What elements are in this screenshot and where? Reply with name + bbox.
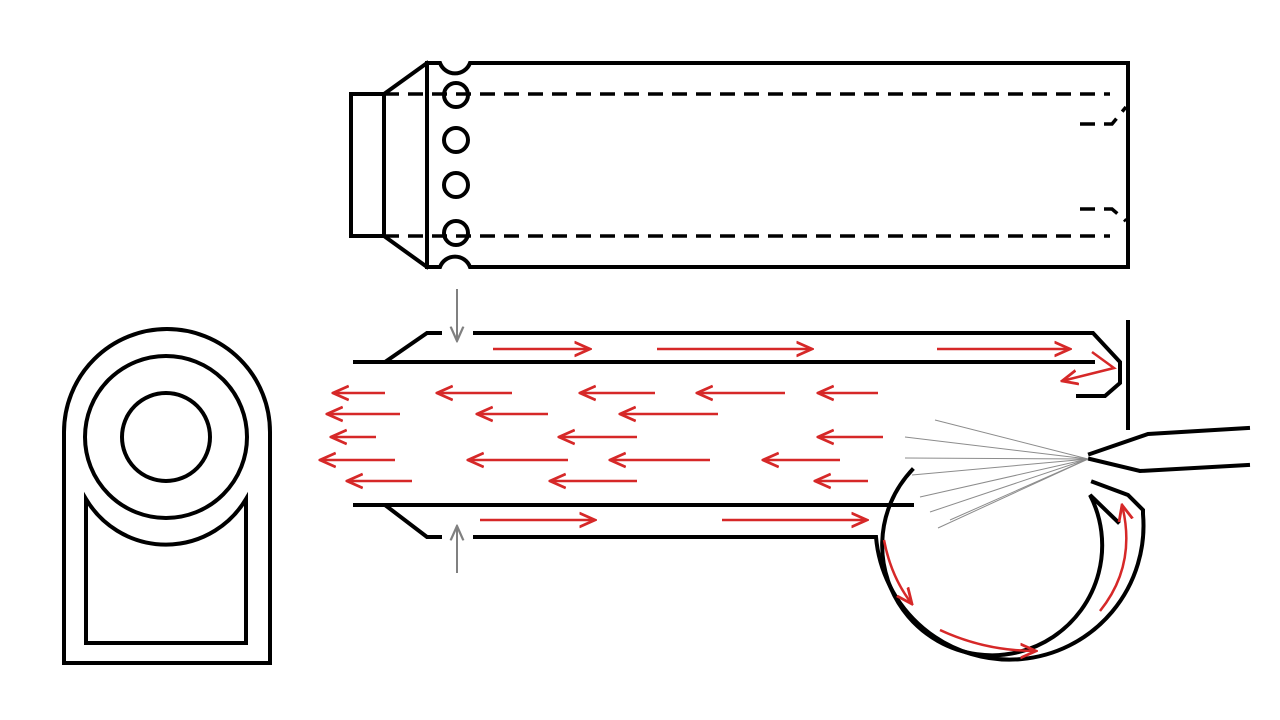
spray-line — [904, 436, 1089, 460]
vent-hole-4 — [442, 219, 470, 247]
top-view — [349, 60, 1130, 270]
flow-arrow — [1099, 505, 1126, 612]
vent-hole-1 — [442, 81, 470, 109]
bore-flow — [320, 393, 883, 481]
spray-line — [911, 458, 1089, 476]
hidden-step-bottom — [1080, 207, 1128, 223]
outer-wall-bottom — [353, 479, 1146, 662]
top-channel-flow — [493, 349, 1117, 381]
top-view-body — [425, 61, 1130, 269]
end-view-outline — [62, 327, 272, 665]
chamber-flow — [882, 505, 1126, 651]
spray-line — [904, 457, 1089, 460]
spray-cone — [904, 419, 1089, 529]
vent-hole-3 — [442, 171, 470, 199]
injector-nozzle — [1087, 425, 1251, 474]
end-view-middle-ring — [83, 354, 249, 520]
chamber-inner-wall — [880, 467, 1121, 658]
spray-line — [929, 458, 1089, 513]
end-view — [62, 327, 272, 665]
vent-hole-2 — [442, 126, 470, 154]
spray-line — [949, 458, 1089, 521]
end-view-lower-window — [84, 491, 248, 645]
hidden-step-top — [1080, 105, 1128, 126]
flow-arrow — [939, 628, 1036, 651]
top-view-nose — [349, 92, 386, 238]
section-view — [320, 289, 1251, 662]
flow-arrow — [882, 539, 912, 604]
end-view-bore — [120, 391, 212, 483]
spray-line — [919, 458, 1089, 498]
turn-arrow — [1062, 350, 1117, 381]
spray-line — [934, 419, 1089, 460]
outer-wall-top — [353, 331, 1122, 398]
